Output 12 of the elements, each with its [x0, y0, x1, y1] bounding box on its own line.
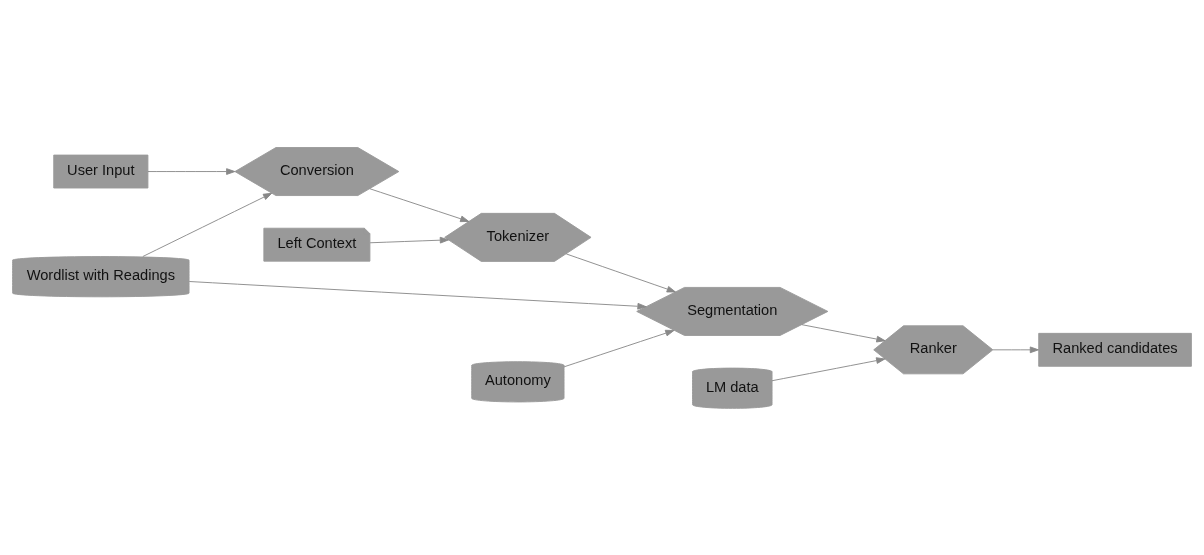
arrow — [188, 280, 647, 310]
node-box: User Input — [53, 154, 149, 188]
arrow — [801, 323, 886, 342]
arrow — [142, 192, 273, 257]
arrow — [563, 329, 675, 367]
arrow — [369, 187, 470, 222]
arrow — [369, 236, 449, 244]
arrow — [771, 356, 886, 381]
arrow — [565, 252, 676, 292]
arrow — [147, 167, 236, 175]
node-box: Ranked candidates — [1038, 332, 1192, 367]
arrow — [992, 346, 1039, 353]
